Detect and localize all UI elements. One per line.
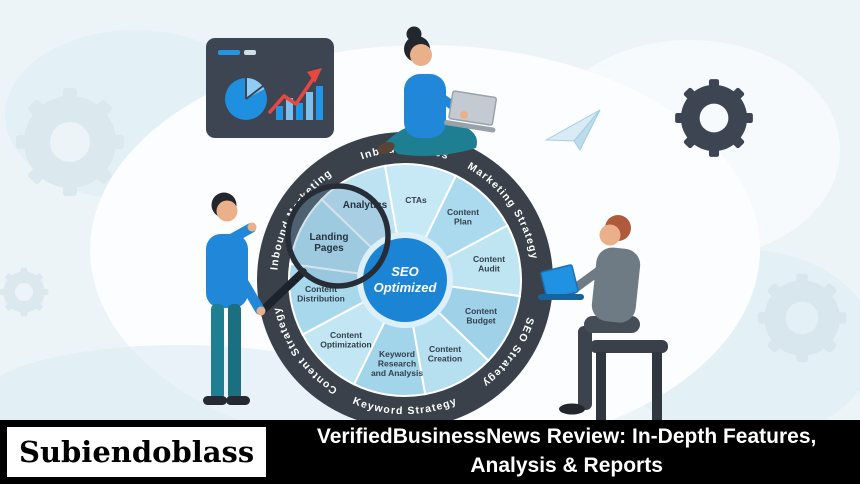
site-logo-text: Subiendoblass [19,435,255,469]
person-sitting-right [538,215,668,422]
banner-title-line2: Analysis & Reports [470,454,663,477]
laptop-icon [538,264,584,300]
person-standing-left [203,192,266,405]
banner-title-line1: VerifiedBusinessNews Review: In-Depth Fe… [316,425,817,449]
magnifier-icon [259,183,391,314]
paper-plane-icon [544,109,601,151]
gear-icon [757,273,847,363]
gear-icon [0,267,49,317]
pie-chart-icon [225,77,267,120]
stool [590,340,668,422]
segment-label: Analytics [343,200,388,211]
analytics-board [206,38,334,138]
board-title-line [244,50,256,55]
gear-icon [675,79,753,157]
site-logo: Subiendoblass [4,424,270,480]
gear-icon [16,88,124,196]
banner-title: VerifiedBusinessNews Review: In-Depth Fe… [273,420,860,484]
wheel-center-label: SEO [391,264,418,279]
board-title-line [218,50,240,55]
segment-label: CTAs [405,195,427,205]
growth-arrow-icon [268,68,322,114]
wheel-center-label: Optimized [374,280,438,295]
bottom-banner: Subiendoblass VerifiedBusinessNews Revie… [0,420,860,484]
bar-chart-icon [276,86,323,120]
person-sitting-on-wheel [377,26,498,156]
